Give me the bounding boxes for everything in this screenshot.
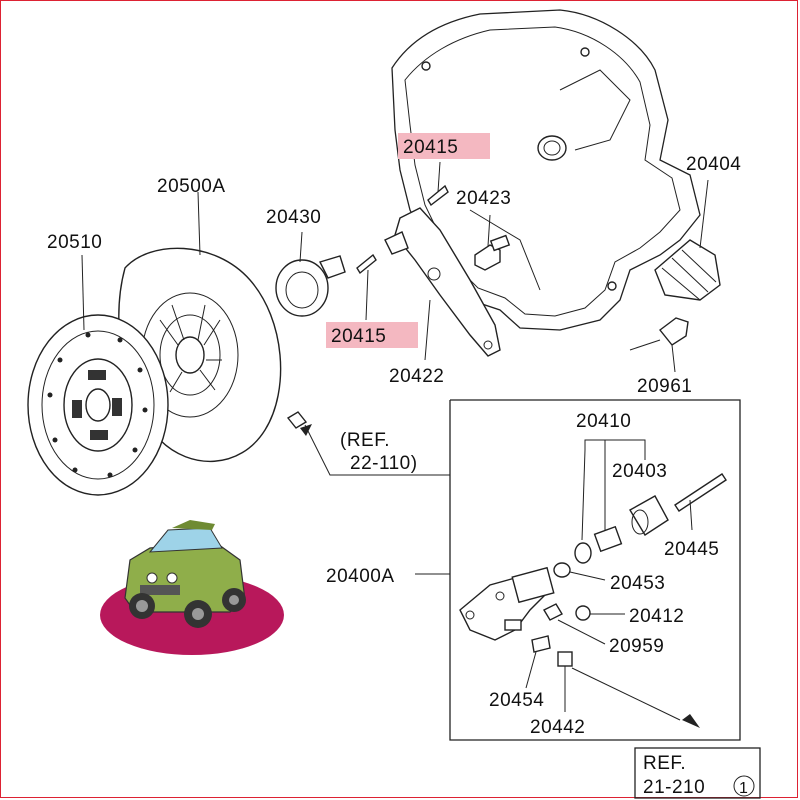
ref-21-210-line1[interactable]: REF.	[643, 753, 686, 774]
bolt-20961-part	[629, 317, 689, 373]
release-fork-part	[384, 207, 501, 361]
ref-21-210-line2[interactable]: 21-210	[643, 777, 705, 798]
nipple-20453-part	[553, 562, 606, 581]
boot-20404-part	[654, 179, 721, 301]
label-20423[interactable]: 20423	[456, 188, 511, 209]
ref-circle	[733, 775, 755, 797]
label-20412[interactable]: 20412	[629, 606, 684, 627]
boot-20403-part	[629, 495, 669, 536]
bolt-20423-part	[474, 214, 511, 271]
label-20445[interactable]: 20445	[664, 539, 719, 560]
label-20415-top[interactable]: 20415	[403, 137, 458, 158]
clutch-disc-part	[27, 254, 169, 496]
ref-21-210-circle-number: 1	[739, 780, 748, 797]
highlight-20415-top	[398, 133, 490, 159]
clip-20415-bottom-part	[356, 253, 377, 321]
highlight-20415-bottom	[326, 322, 418, 348]
bracket-20410	[581, 439, 646, 541]
label-20510[interactable]: 20510	[47, 232, 102, 253]
label-20403[interactable]: 20403	[612, 461, 667, 482]
label-20404[interactable]: 20404	[686, 154, 741, 175]
label-20959[interactable]: 20959	[609, 636, 664, 657]
ref-22-110-line1[interactable]: (REF.	[340, 430, 390, 451]
release-cylinder-box	[300, 399, 741, 741]
ref-box	[634, 747, 761, 799]
screw-20454-part	[525, 635, 551, 689]
cartoon-suv-icon	[100, 520, 284, 655]
label-20430[interactable]: 20430	[266, 207, 321, 228]
label-20453[interactable]: 20453	[610, 573, 665, 594]
release-cylinder-part	[459, 566, 555, 641]
release-bearing-part	[275, 231, 346, 317]
label-20442[interactable]: 20442	[530, 717, 585, 738]
label-20400A[interactable]: 20400A	[326, 566, 395, 587]
cap-20412-part	[575, 605, 625, 621]
label-20500A[interactable]: 20500A	[157, 176, 226, 197]
piston-20403-part	[593, 525, 623, 553]
label-20454[interactable]: 20454	[489, 690, 544, 711]
pushrod-20445-part	[674, 473, 727, 531]
seal-20410-part	[574, 542, 592, 564]
label-20410[interactable]: 20410	[576, 411, 631, 432]
label-20422[interactable]: 20422	[389, 366, 444, 387]
clip-20415-top-part	[427, 161, 449, 207]
sleeve-20442-part	[557, 651, 700, 728]
label-20961[interactable]: 20961	[637, 376, 692, 397]
bolt-20959-part	[543, 603, 606, 645]
label-20415-bottom[interactable]: 20415	[331, 326, 386, 347]
bell-housing	[391, 9, 701, 331]
ref-22-110-line2[interactable]: 22-110)	[350, 453, 418, 474]
